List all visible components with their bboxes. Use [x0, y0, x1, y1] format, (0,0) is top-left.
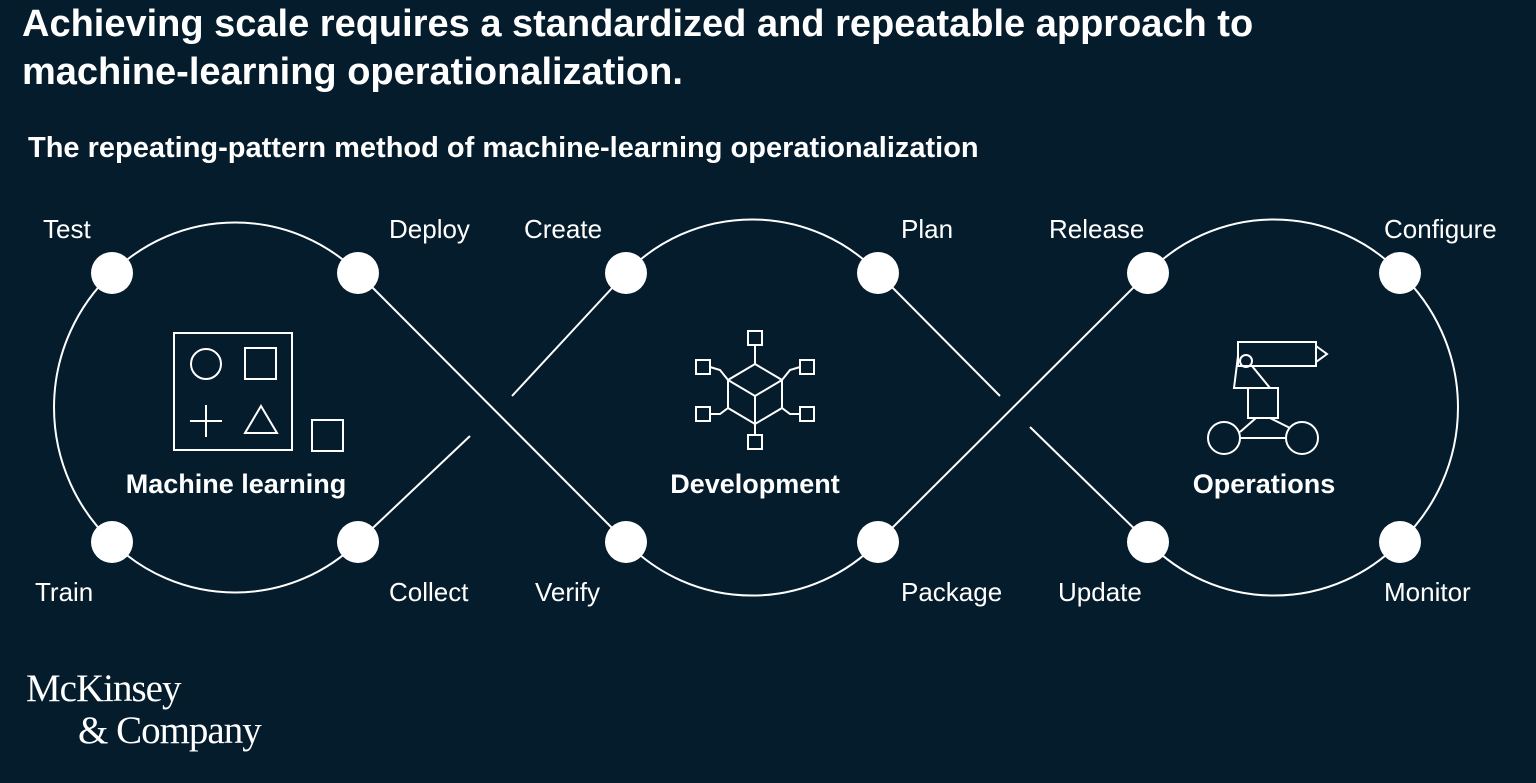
- node-test: [91, 252, 133, 294]
- stage-label-train: Train: [35, 577, 93, 607]
- stage-label-deploy: Deploy: [389, 214, 470, 244]
- node-package: [857, 521, 899, 563]
- stage-label-configure: Configure: [1384, 214, 1497, 244]
- node-collect: [337, 521, 379, 563]
- node-monitor: [1379, 521, 1421, 563]
- stage-label-update: Update: [1058, 577, 1142, 607]
- stage-label-create: Create: [524, 214, 602, 244]
- stage-label-test: Test: [43, 214, 91, 244]
- node-train: [91, 521, 133, 563]
- diagram-subtitle: The repeating-pattern method of machine-…: [28, 132, 979, 164]
- phase-label-operations: Operations: [1193, 469, 1336, 499]
- node-release: [1127, 252, 1169, 294]
- logo-line-2: & Company: [78, 709, 262, 752]
- stage-label-verify: Verify: [535, 577, 600, 607]
- page-title: Achieving scale requires a standardized …: [22, 3, 1254, 93]
- node-verify: [605, 521, 647, 563]
- stage-label-plan: Plan: [901, 214, 953, 244]
- node-update: [1127, 521, 1169, 563]
- development-loop-outline: [625, 218, 879, 597]
- stage-label-monitor: Monitor: [1384, 577, 1471, 607]
- robot-arm-icon: [1207, 341, 1329, 455]
- ml-shapes-icon: [173, 332, 344, 452]
- crossing-line-2b-lower: [1029, 426, 1149, 543]
- operations-loop-outline: [1147, 218, 1459, 597]
- phase-label-development: Development: [670, 469, 840, 499]
- mckinsey-logo: McKinsey & Company: [26, 667, 262, 752]
- node-plan: [857, 252, 899, 294]
- node-configure: [1379, 252, 1421, 294]
- stage-label-package: Package: [901, 577, 1002, 607]
- crossing-line-1a: [357, 272, 627, 543]
- node-deploy: [337, 252, 379, 294]
- crossing-line-1b-lower: [357, 435, 471, 543]
- crossing-line-1b-upper: [511, 272, 627, 397]
- logo-line-1: McKinsey: [26, 667, 181, 710]
- node-create: [605, 252, 647, 294]
- crossing-line-2b-upper: [877, 272, 1001, 397]
- stage-label-collect: Collect: [389, 577, 469, 607]
- stage-label-release: Release: [1049, 214, 1144, 244]
- network-cube-icon: [695, 330, 815, 450]
- crossing-line-2a: [877, 272, 1149, 543]
- ml-loop-outline: [53, 221, 359, 594]
- phase-label-machine-learning: Machine learning: [126, 469, 347, 499]
